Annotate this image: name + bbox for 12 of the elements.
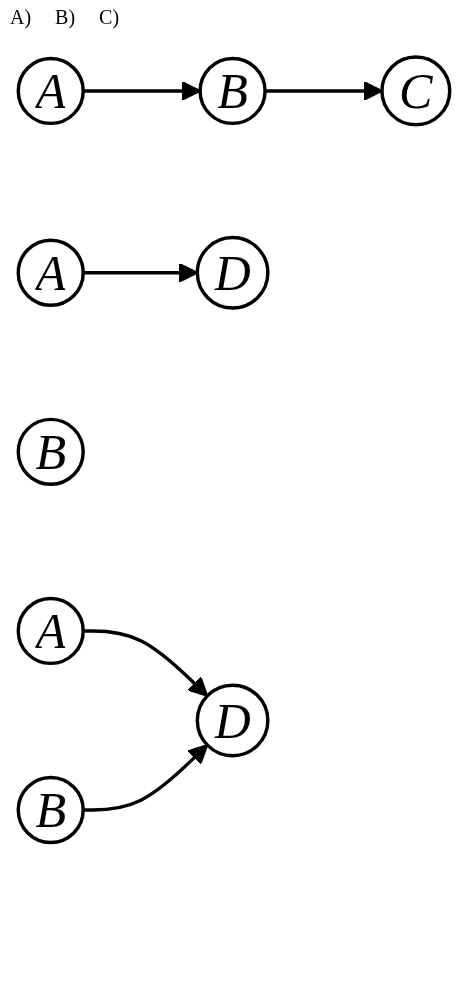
node-circle: B (16, 775, 85, 845)
panel-label: C) (99, 6, 120, 29)
node-circle: B (16, 417, 85, 487)
node-circle: B (198, 56, 267, 126)
panel-label: A) (10, 6, 32, 29)
panel-label: B) (55, 6, 76, 29)
node-circle: C (380, 55, 452, 127)
node-circle: D (195, 235, 270, 310)
node-circle: A (16, 238, 85, 307)
node-circle: A (16, 596, 85, 666)
node-circle: D (195, 683, 270, 758)
node-circle: A (16, 56, 85, 126)
